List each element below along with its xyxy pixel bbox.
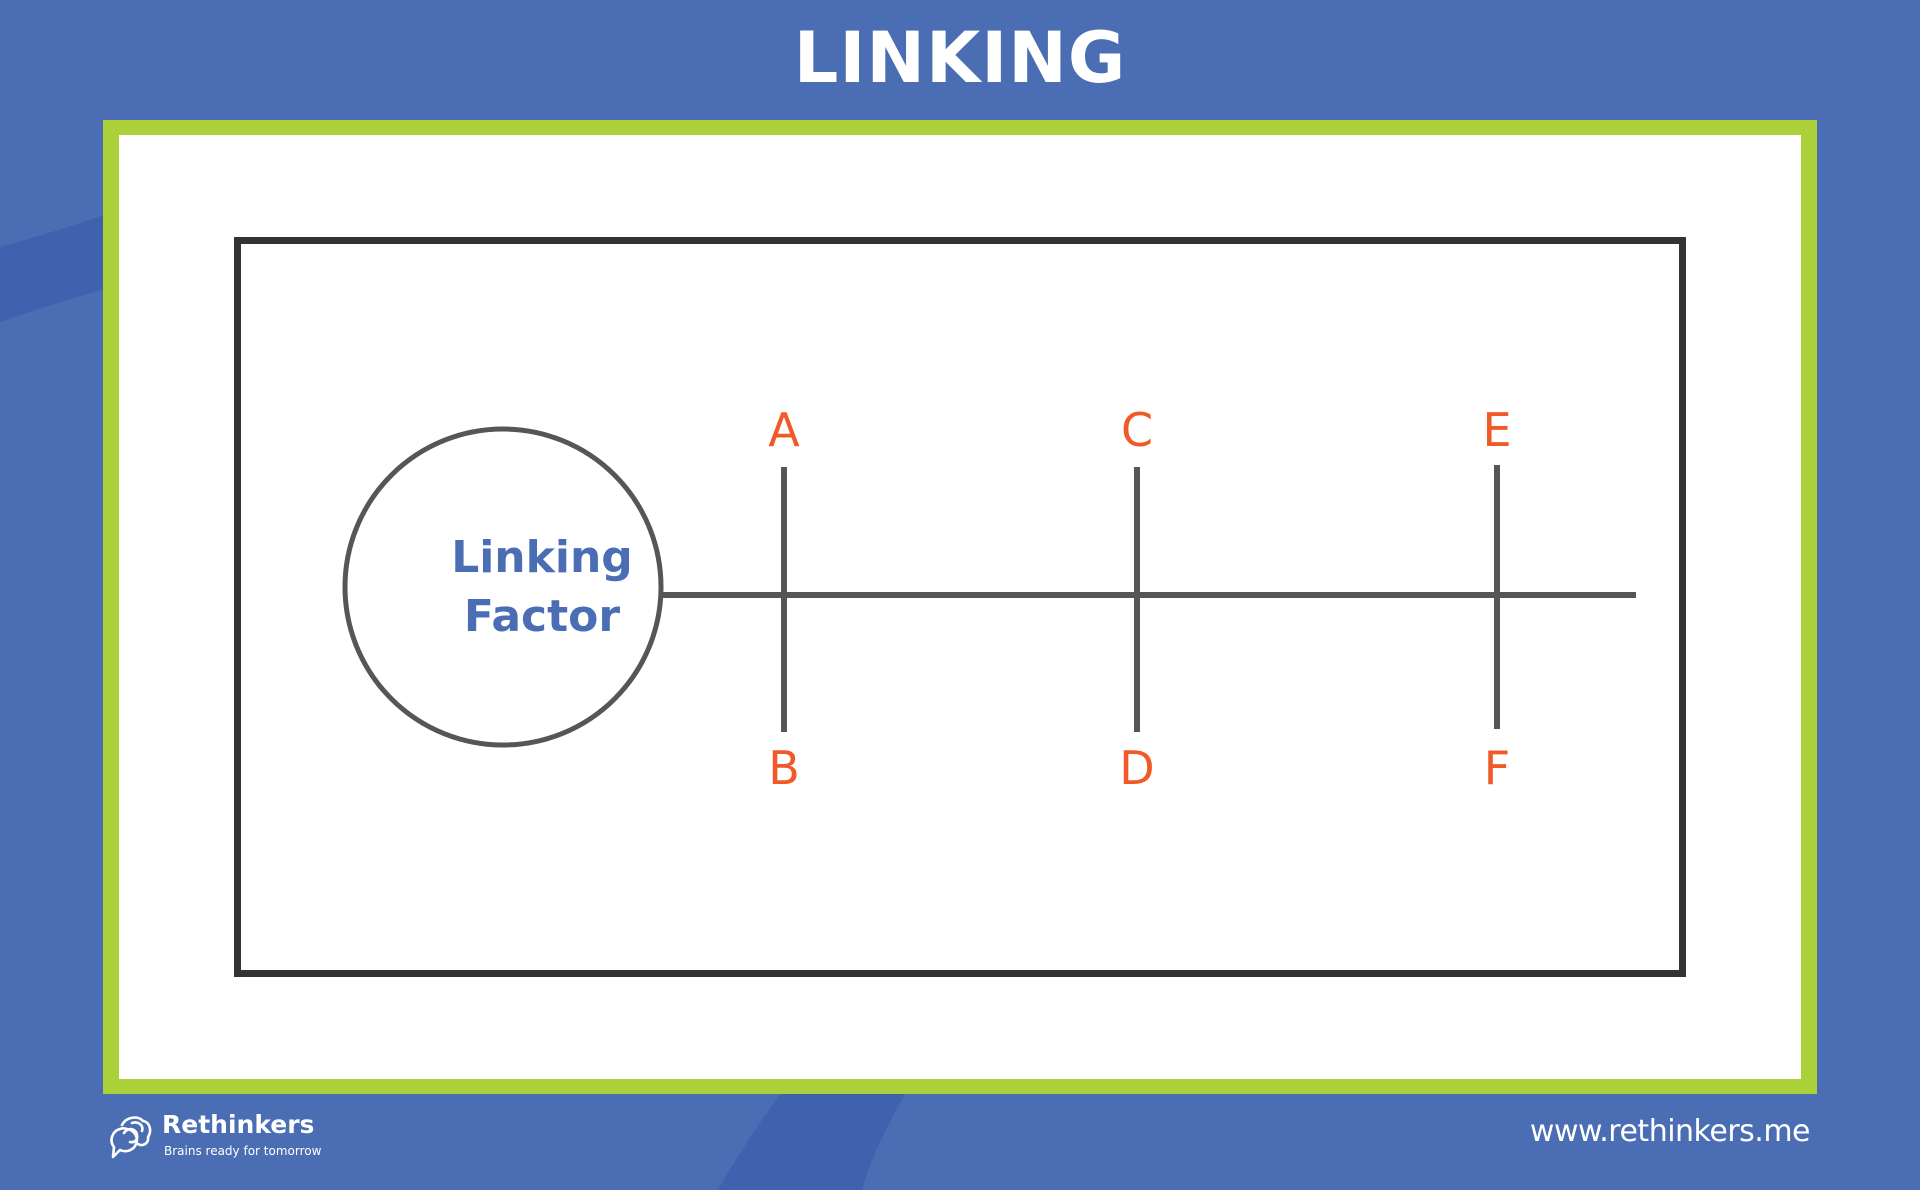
branch-label-d: D bbox=[1119, 741, 1155, 795]
background-curve-bottom bbox=[718, 1094, 905, 1190]
green-frame: Linking Factor A B C D E F bbox=[103, 120, 1817, 1094]
branch-label-b: B bbox=[768, 741, 800, 795]
background-curve-left bbox=[0, 213, 110, 322]
center-node-label-line2: Factor bbox=[463, 591, 621, 642]
linking-factor-circle bbox=[342, 426, 664, 748]
brand-name: Rethinkers bbox=[162, 1110, 315, 1139]
center-node-label-line1: Linking bbox=[451, 532, 633, 583]
branch-label-c: C bbox=[1120, 403, 1154, 457]
branch-label-f: F bbox=[1483, 741, 1511, 795]
speech-bubbles-icon bbox=[110, 1116, 152, 1159]
website-link[interactable]: www.rethinkers.me bbox=[1529, 1114, 1811, 1149]
linking-diagram bbox=[234, 237, 1686, 977]
diagram-outer-box bbox=[234, 237, 1686, 977]
branch-label-a: A bbox=[768, 403, 800, 457]
branch-label-e: E bbox=[1482, 403, 1512, 457]
brand-tagline: Brains ready for tomorrow bbox=[164, 1144, 322, 1158]
brand-logo: Rethinkers Brains ready for tomorrow bbox=[108, 1110, 358, 1166]
diagram-panel: Linking Factor A B C D E F bbox=[119, 135, 1801, 1079]
page-title: LINKING bbox=[793, 17, 1127, 99]
